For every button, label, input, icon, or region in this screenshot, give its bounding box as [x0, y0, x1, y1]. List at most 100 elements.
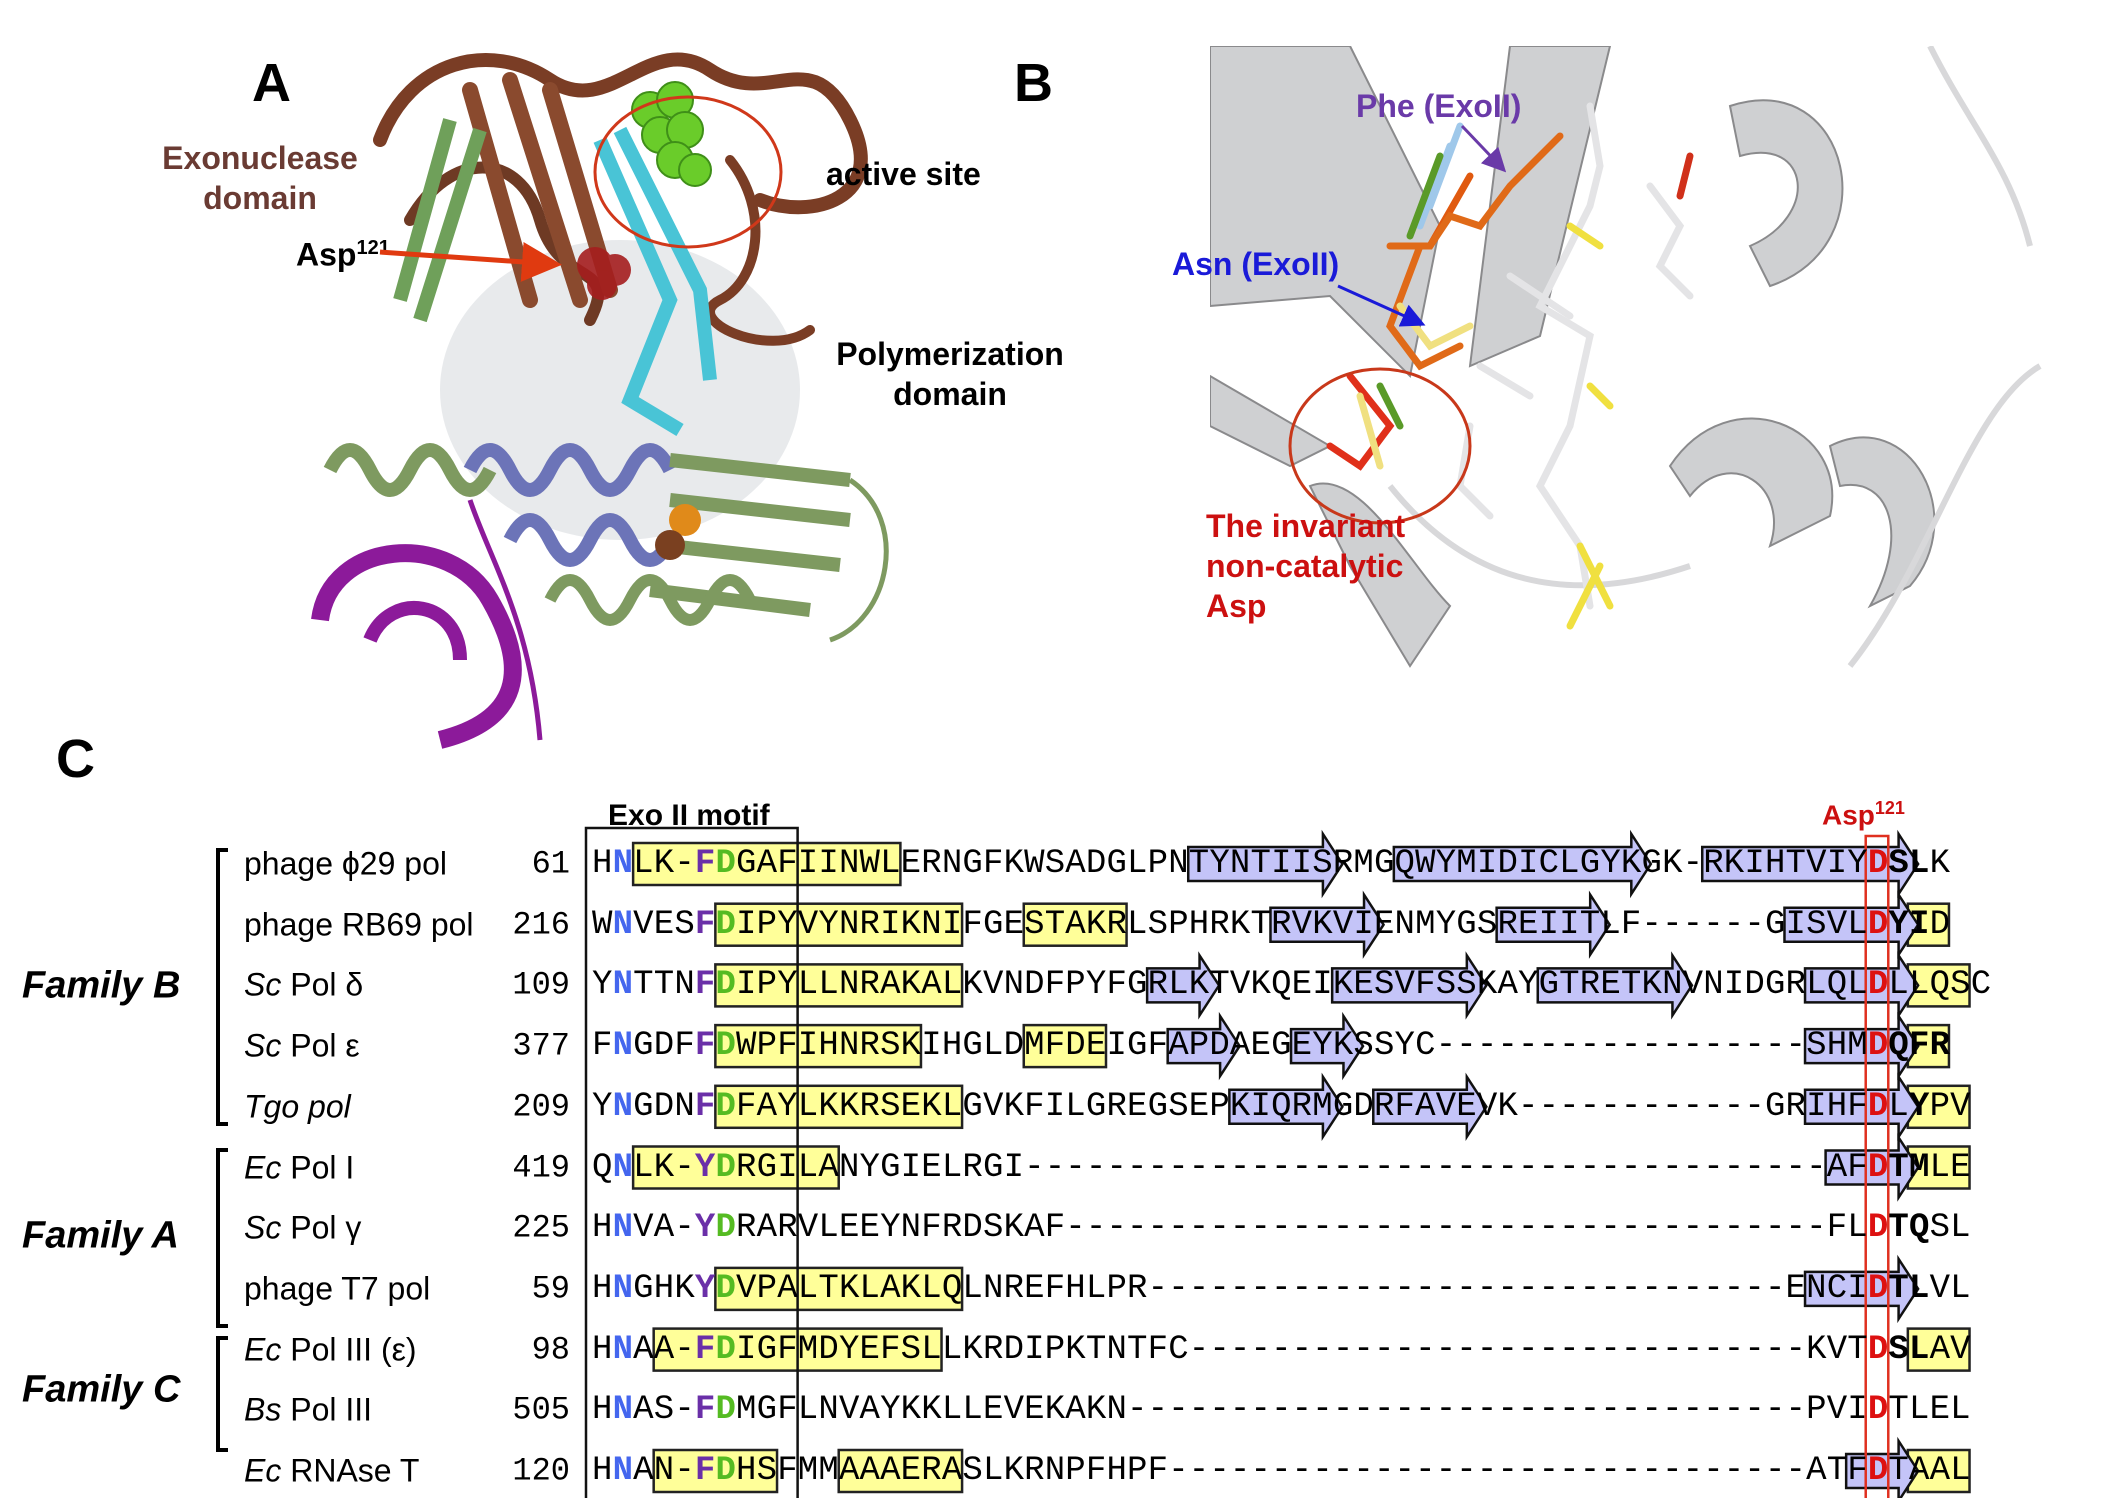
species-name: Sc Pol ε [244, 1028, 360, 1065]
sequence: QNLK-YDRGILANYGIELRGI-------------------… [592, 1148, 1971, 1187]
helix-box [714, 1266, 964, 1312]
strand-arrow [1330, 951, 1488, 1020]
species-name: Sc Pol γ [244, 1210, 361, 1247]
start-residue: 61 [531, 845, 570, 883]
green-strand [393, 118, 487, 323]
panel-b-arrows [1337, 124, 1507, 327]
exo-ii-motif-label: Exo II motif [608, 799, 770, 832]
asp121-column-label: Asp121 [1822, 798, 1905, 831]
asp121-arrow [379, 241, 562, 282]
start-residue: 216 [512, 906, 570, 944]
asp121-column-box [1864, 834, 1890, 1498]
start-residue: 109 [512, 966, 570, 1004]
species-abbrev: Sc [244, 1027, 282, 1064]
helix-box [837, 1448, 964, 1494]
helix-box [652, 1448, 779, 1494]
start-residue: 377 [512, 1027, 570, 1065]
strand-arrow [1803, 1011, 1920, 1081]
species-abbrev: Ec [244, 1452, 282, 1489]
asp121-label: Asp121 [296, 236, 390, 273]
cyan-strand [593, 126, 717, 437]
species-abbrev: Ec [244, 1331, 282, 1368]
protein-name: Pol δ [281, 966, 364, 1003]
purple-domain [311, 499, 543, 749]
protein-name: phage RB69 pol [244, 906, 474, 943]
strand-arrow [1495, 890, 1612, 959]
strand-arrow [1269, 890, 1386, 959]
sequence: WNVESFDIPYVYNRIKNIFGESTAKRLSPHRKTRVKVIEN… [592, 905, 1951, 944]
helix-box [631, 841, 902, 887]
start-residue: 505 [512, 1391, 570, 1429]
family-c-label: Family C [22, 1368, 181, 1411]
invariant-asp-label: The invariant non-catalytic Asp [1206, 508, 1406, 624]
polymerase-structure-image [311, 52, 889, 749]
species-name: Tgo pol [244, 1088, 351, 1125]
strand-arrow [1824, 1133, 1920, 1202]
helix-box [714, 1084, 964, 1130]
species-abbrev: Ec [244, 1149, 282, 1185]
start-residue: 59 [531, 1270, 570, 1308]
start-residue: 209 [512, 1088, 570, 1126]
exonuclease-domain-label: Exonuclease domain [162, 140, 358, 216]
polymerization-domain-label: Polymerization domain [836, 336, 1064, 412]
helix-box [1022, 1023, 1108, 1069]
sequence: HNAN-FDHSFMMAAAERASLKRNPFHPF------------… [592, 1452, 1971, 1490]
panel-a-annotations [379, 95, 783, 282]
helix-box [1906, 1327, 1971, 1372]
panel-a-label: A [252, 53, 291, 113]
species-name: Ec RNAse T [244, 1453, 419, 1490]
sequence: YNGDNFDFAYLKKRSEKLGVKFILGREGSEPKIQRMGDRF… [592, 1087, 1971, 1126]
invariant-asp-circle [1288, 367, 1472, 525]
sequence: YNTTNFDIPYLLNRAKALKVNDFPYFGRLKTVKQEIKESV… [592, 966, 1992, 1005]
start-residue: 419 [512, 1149, 570, 1186]
helix-box [714, 963, 964, 1008]
gray-ribbons [1210, 46, 1936, 668]
active-site-circle [593, 95, 783, 249]
active-site-closeup-image [1210, 46, 2050, 671]
family-b-bracket [216, 848, 228, 1126]
strand-arrow [1844, 1436, 1920, 1498]
panel-c-label: C [56, 729, 95, 789]
exo-ii-motif-box [584, 826, 799, 1498]
strand-arrow [1700, 829, 1920, 899]
family-b-label: Family B [22, 964, 181, 1007]
family-c-bracket [216, 1336, 228, 1452]
strand-arrow [1803, 1254, 1920, 1324]
strand-arrow [1186, 829, 1344, 899]
species-name: phage RB69 pol [244, 906, 474, 943]
sequence: FNGDFFDWPFIHNRSKIHGLDMFDEIGFAPDAEGEYKSSY… [592, 1027, 1951, 1066]
sequence: HNGHKYDVPALTKLAKLQLNREFHLPR-------------… [592, 1269, 1971, 1308]
protein-name: Pol I [281, 1149, 355, 1185]
protein-name: Pol III (ε) [281, 1331, 417, 1368]
helix-box [631, 1145, 840, 1190]
asn-arrow [1337, 284, 1426, 327]
species-abbrev: Sc [244, 966, 282, 1003]
phe-arrow [1460, 124, 1507, 173]
helix-box [714, 902, 964, 947]
asn-exoii-label: Asn (ExoII) [1172, 246, 1340, 282]
sequence: HNLK-FDGAFIINWLERNGFKWSADGLPNTYNTIISRMGQ… [592, 845, 1951, 883]
helix-box [1022, 902, 1128, 947]
active-site-label: active site [826, 156, 981, 192]
species-name: Ec Pol I [244, 1149, 354, 1186]
panel-b-label: B [1014, 53, 1053, 113]
species-name: phage ϕ29 pol [244, 846, 447, 883]
sequence: HNVA-YDRARVLEEYNFRDSKAF-----------------… [592, 1209, 1971, 1248]
species-name: Sc Pol δ [244, 967, 363, 1004]
asp121-spheres [577, 247, 631, 300]
strand-arrow [1783, 890, 1920, 959]
strand-arrow [1392, 829, 1653, 899]
protein-name: Pol ε [281, 1027, 360, 1064]
polymerization-ribbons [323, 443, 889, 643]
start-residue: 120 [512, 1452, 570, 1490]
protein-name: Pol III [281, 1391, 373, 1428]
strand-arrow [1372, 1072, 1488, 1142]
species-name: phage T7 pol [244, 1270, 430, 1307]
protein-name: phage ϕ29 pol [244, 845, 447, 882]
sequence: HNAS-FDMGFLNVAYKKLLEVEKAKN--------------… [592, 1391, 1971, 1430]
protein-name: RNAse T [281, 1452, 420, 1489]
family-a-label: Family A [22, 1214, 179, 1257]
protein-name: Pol γ [281, 1209, 362, 1246]
species-abbrev: Bs [244, 1391, 282, 1428]
